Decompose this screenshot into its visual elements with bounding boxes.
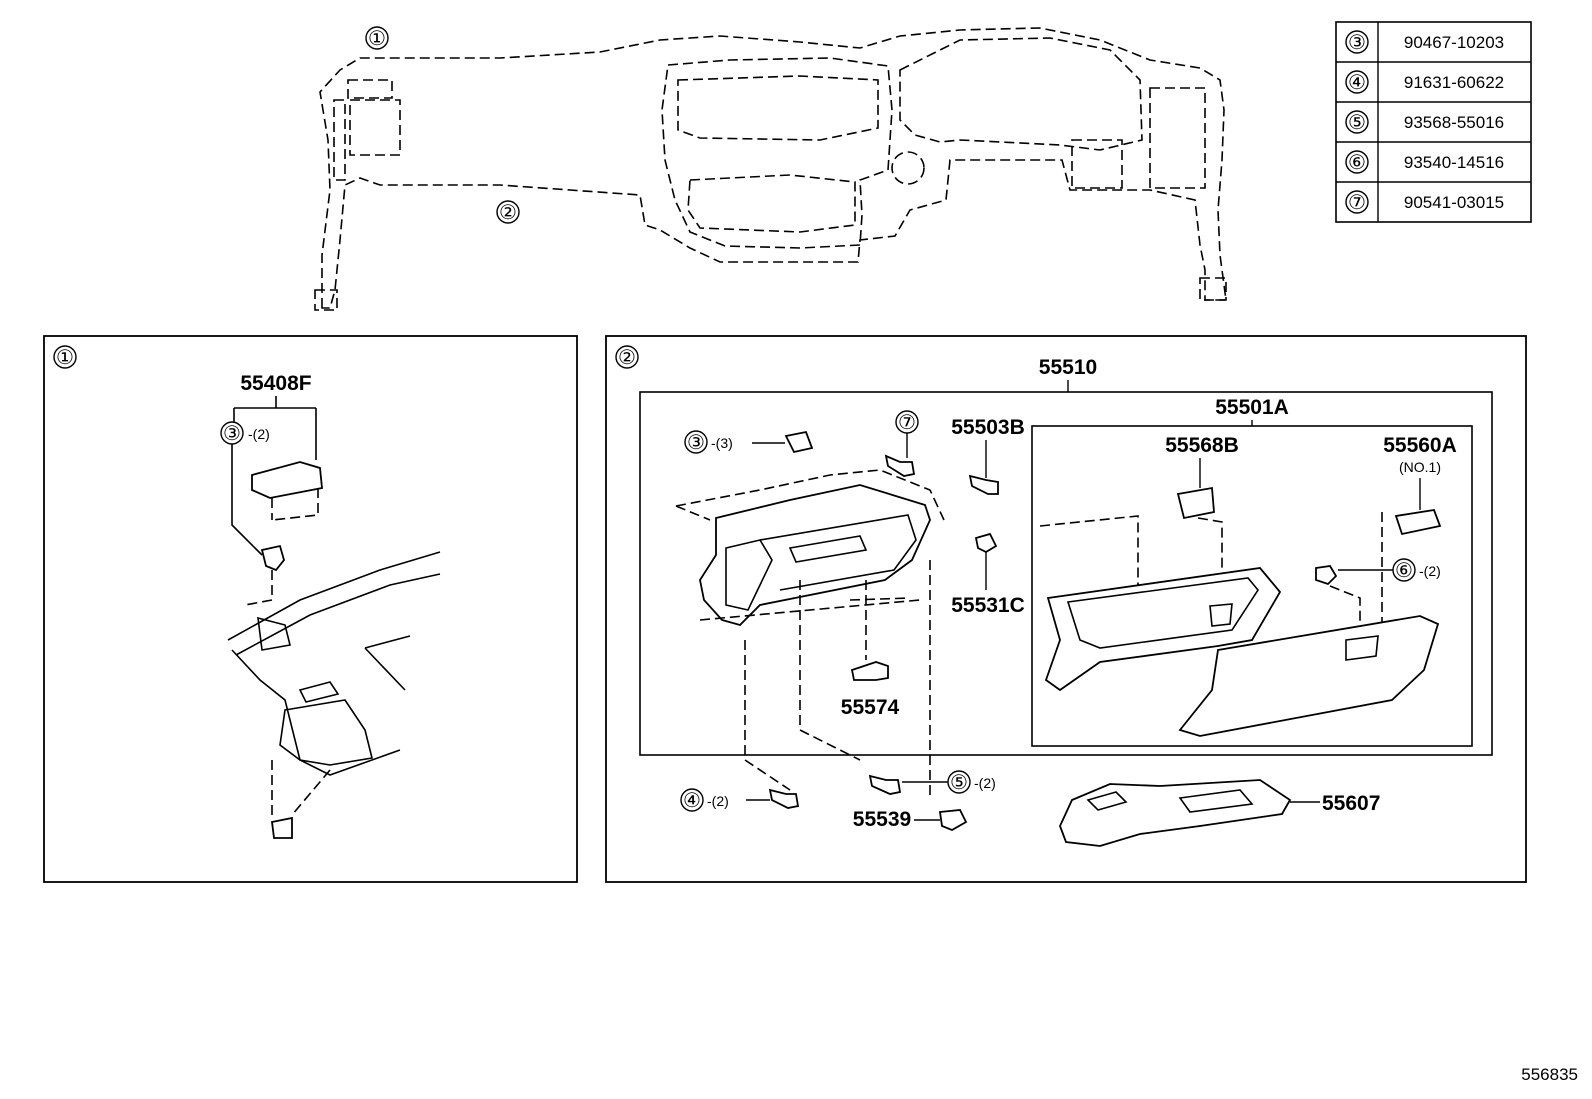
parts-table-row: ④ 91631-60622: [1345, 70, 1504, 94]
screw-icon: [868, 774, 902, 795]
sub-assembly-55501A-box: [1031, 425, 1473, 747]
svg-text:93540-14516: 93540-14516: [1404, 153, 1504, 172]
svg-text:90467-10203: 90467-10203: [1404, 33, 1504, 52]
detail-panel-1: ① 55408F ③ -(2): [43, 335, 578, 883]
parts-table-row: ⑤ 93568-55016: [1345, 110, 1504, 134]
part-label-55408F: 55408F: [240, 372, 311, 395]
assembly-55510-box: [639, 391, 1493, 756]
screw-icon: [768, 788, 800, 809]
svg-text:90541-03015: 90541-03015: [1404, 193, 1504, 212]
screw-icon: [1315, 565, 1338, 586]
svg-text:④: ④: [683, 790, 701, 812]
overview-callout-2: ②: [496, 200, 520, 224]
parts-table-row: ⑥ 93540-14516: [1345, 150, 1504, 174]
part-label-55568B: 55568B: [1165, 434, 1239, 457]
part-note-55560A: (NO.1): [1399, 459, 1441, 475]
svg-text:91631-60622: 91631-60622: [1404, 73, 1504, 92]
parts-table: ③ 90467-10203 ④ 91631-60622 ⑤ 93568-5501…: [1335, 21, 1532, 223]
svg-text:-(3): -(3): [711, 435, 733, 451]
bolt-55574-icon: [850, 661, 889, 681]
part-55568B-icon: [1176, 486, 1215, 520]
detail-panel-2: ② 55510 55501A ③ -(3) ⑦ 55503B: [605, 335, 1527, 883]
clip-icon: [260, 544, 285, 572]
clip-icon: [784, 430, 814, 454]
glove-box-inner: [1044, 567, 1282, 692]
part-label-55503B: 55503B: [951, 416, 1025, 439]
part-label-55607: 55607: [1322, 792, 1380, 815]
part-label-55501A: 55501A: [1215, 396, 1289, 419]
overview-callout-1: ①: [365, 26, 389, 50]
svg-text:93568-55016: 93568-55016: [1404, 113, 1504, 132]
part-55607-panel: [1059, 779, 1292, 847]
svg-text:⑦: ⑦: [1348, 192, 1366, 214]
diagram-id: 556835: [1521, 1065, 1578, 1084]
svg-text:③: ③: [687, 432, 705, 454]
clip-55539-icon: [938, 809, 968, 831]
parts-table-row: ③ 90467-10203: [1345, 30, 1504, 54]
svg-text:⑥: ⑥: [1395, 560, 1413, 582]
svg-text:⑥: ⑥: [1348, 152, 1366, 174]
part-55560A-icon: [1394, 508, 1442, 536]
part-55408F-cover: [251, 461, 323, 499]
svg-text:-(2): -(2): [707, 793, 729, 809]
bolt-icon: [884, 454, 916, 477]
svg-text:③: ③: [223, 423, 241, 445]
clip-55531C-icon: [974, 532, 998, 554]
svg-text:③: ③: [1348, 32, 1366, 54]
parts-table-row: ⑦ 90541-03015: [1345, 190, 1504, 214]
panel-2-tag: ②: [618, 347, 636, 369]
panel-1-tag: ①: [56, 347, 74, 369]
svg-text:⑤: ⑤: [950, 772, 968, 794]
svg-text:⑦: ⑦: [898, 412, 916, 434]
part-label-55510: 55510: [1039, 356, 1097, 379]
glove-box-door: [1178, 615, 1440, 737]
bracket-icon: [271, 816, 293, 839]
screw-icon: [968, 474, 999, 495]
dashboard-overview: [314, 27, 1227, 311]
svg-text:-(2): -(2): [1419, 563, 1441, 579]
svg-text:-(2): -(2): [248, 426, 270, 442]
svg-text:-(2): -(2): [974, 775, 996, 791]
part-label-55531C: 55531C: [951, 594, 1025, 617]
svg-text:④: ④: [1348, 72, 1366, 94]
part-label-55574: 55574: [841, 696, 900, 719]
svg-text:⑤: ⑤: [1348, 112, 1366, 134]
part-label-55539: 55539: [853, 808, 911, 831]
svg-text:①: ①: [368, 28, 386, 50]
svg-text:②: ②: [499, 202, 517, 224]
glove-box-housing: [699, 484, 931, 627]
part-label-55560A: 55560A: [1383, 434, 1457, 457]
